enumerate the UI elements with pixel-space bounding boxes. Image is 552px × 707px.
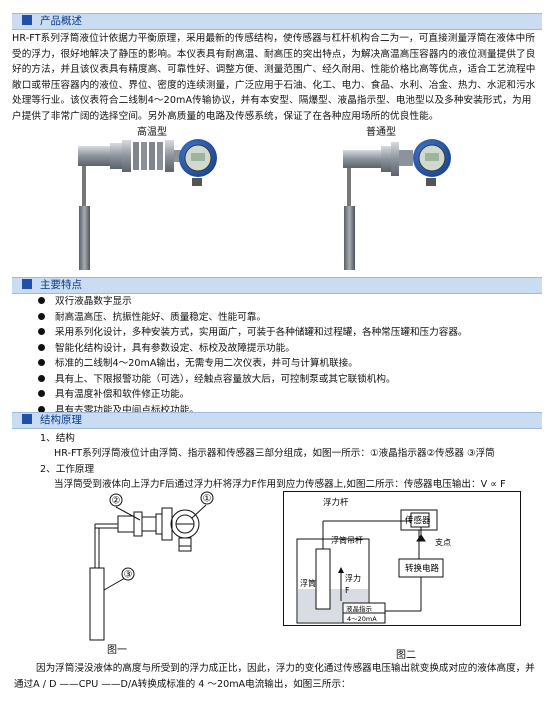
structure-item-1-title: 1、结构 (40, 433, 75, 444)
section-title: 产品概述 (40, 15, 82, 27)
figure-2-converter: 转换电路 (405, 563, 440, 574)
closing-text-line-2: 通过A / D ——CPU ——D/A转换成标准的 4 ～20mA电流输出，如图… (14, 679, 351, 690)
normal-caption: 普通型 (366, 127, 396, 138)
bullet-icon (38, 343, 45, 351)
figure-1-label-2: ② (112, 496, 121, 507)
normal-type-photo (343, 139, 451, 270)
figure-2-caption: 图二 (396, 650, 416, 661)
section-header-features: 主要特点 (12, 277, 542, 294)
figure-1-caption: 图一 (107, 645, 127, 656)
list-item: 标准的二线制4～20mA输出，无需专用二次仪表，并可与计算机联接。 (38, 356, 468, 372)
section-header-structure: 结构原理 (12, 412, 542, 429)
bullet-icon (38, 297, 45, 304)
bullet-icon (38, 328, 45, 335)
figure-1-label-3: ③ (124, 570, 133, 581)
high-temp-photo (78, 139, 217, 270)
figure-2-sensor: 传感器 (405, 515, 431, 526)
bullet-icon (38, 374, 45, 382)
structure-item-2-title: 2、工作原理 (40, 464, 95, 475)
list-item: 耐高温高压、抗振性能好、质量稳定、性能可靠。 (38, 310, 468, 326)
figure-2-buoy-rod: 浮力杆 (323, 497, 349, 508)
list-item: 具有去零功能及中间点标校功能。 (38, 403, 468, 419)
bullet-icon (38, 405, 45, 413)
figure-2-float-rod: 浮筒吊杆 (331, 535, 363, 545)
bullet-icon (38, 312, 45, 320)
list-item: 智能化结构设计，具有参数设定、标校及故障提示功能。 (38, 341, 468, 357)
figure-1-label-1: ① (203, 494, 212, 505)
closing-text-line-1: 因为浮筒浸没液体的高度与所受到的浮力成正比，因此，浮力的变化通过传感器电压输出就… (36, 663, 535, 674)
figure-2-fulcrum: 支点 (435, 537, 451, 547)
structure-item-2-text: 当浮筒受到液体向上浮力F后通过浮力杆将浮力F作用到应力传感器上,如图二所示：传感… (54, 479, 506, 490)
section-square-icon (22, 15, 32, 25)
figure-2-float: 浮筒 (300, 578, 316, 588)
list-item: 双行液晶数字显示 (38, 294, 468, 310)
section-square-icon (22, 414, 32, 424)
figure-2-lcd: 液晶指示 (346, 604, 373, 613)
overview-paragraph: HR-FT系列浮筒液位计依据力平衡原理，采用最新的传感结构，使传感器与杠杆机构合… (12, 33, 536, 122)
section-square-icon (22, 279, 32, 289)
figure-2-force: F (345, 586, 350, 595)
list-item: 具有上、下限报警功能（可选），经触点容量放大后，可控制泵或其它联锁机构。 (38, 372, 468, 388)
figure-2-output: 4～20mA (347, 615, 377, 623)
structure-item-1-text: HR-FT系列浮筒液位计由浮筒、指示器和传感器三部分组成，如图一所示：①液晶指示… (54, 448, 495, 459)
bullet-icon (38, 390, 45, 397)
high-temp-caption: 高温型 (137, 127, 167, 138)
figure-2-buoy: 浮力 (345, 573, 361, 583)
list-item: 采用系列化设计，多种安装方式，实用面广，可装于各种储罐和过程罐，各种常压罐和压力… (38, 325, 468, 341)
figure-1-diagram: ② ① ③ (89, 491, 214, 641)
section-header-overview: 产品概述 (12, 13, 542, 30)
section-title: 结构原理 (40, 414, 82, 426)
section-title: 主要特点 (40, 279, 82, 291)
list-item: 具有温度补偿和软件修正功能。 (38, 387, 468, 403)
figure-2-diagram: 浮力杆 传感器 浮筒吊杆 支点 转换电路 浮筒 浮力 F 液晶指示 4～20mA (283, 491, 521, 626)
feature-list: 双行液晶数字显示 耐高温高压、抗振性能好、质量稳定、性能可靠。 采用系列化设计，… (38, 294, 468, 418)
bullet-icon (38, 359, 45, 366)
